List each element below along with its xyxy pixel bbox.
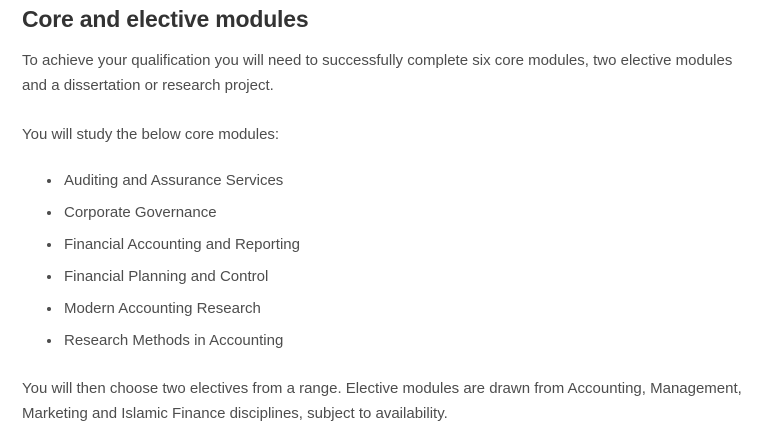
core-module-item: Modern Accounting Research xyxy=(62,296,745,321)
core-module-item: Financial Planning and Control xyxy=(62,264,745,289)
page-title: Core and elective modules xyxy=(22,6,309,32)
core-module-item: Financial Accounting and Reporting xyxy=(62,232,745,257)
core-module-item: Auditing and Assurance Services xyxy=(62,168,745,193)
core-module-item: Research Methods in Accounting xyxy=(62,328,745,353)
core-module-item: Corporate Governance xyxy=(62,200,745,225)
core-modules-list: Auditing and Assurance ServicesCorporate… xyxy=(22,168,745,353)
intro-paragraph: To achieve your qualification you will n… xyxy=(22,52,733,94)
electives-paragraph: You will then choose two electives from … xyxy=(22,380,742,422)
course-modules-section: Core and elective modules To achieve you… xyxy=(0,4,765,426)
core-modules-intro: You will study the below core modules: xyxy=(22,126,280,143)
